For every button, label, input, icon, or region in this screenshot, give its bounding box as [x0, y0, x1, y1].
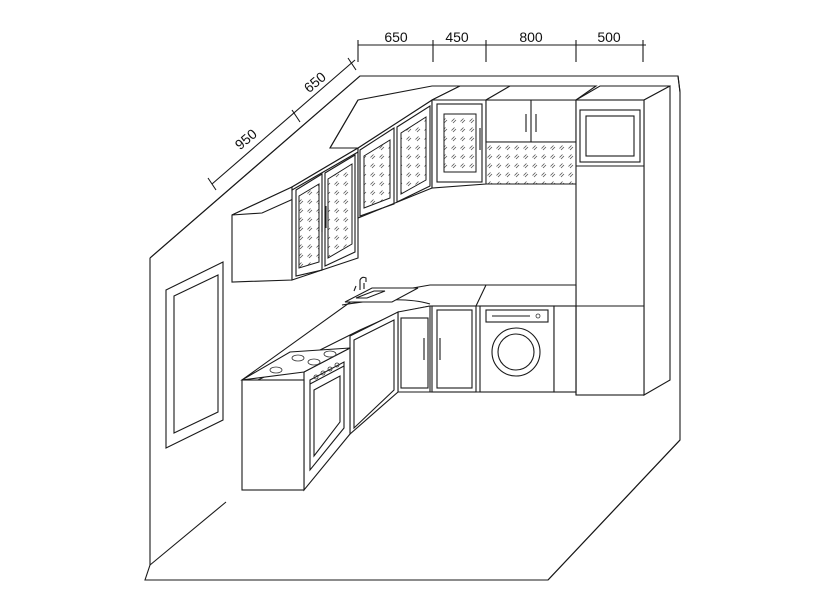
dimension-label-top-1: 650: [384, 29, 408, 45]
upper-cabinet-corner: [329, 85, 461, 219]
lower-cabinet-door: [431, 305, 477, 393]
microwave: [579, 109, 641, 163]
dimension-label-top-3: 800: [519, 29, 543, 45]
dimension-label-left-2: 950: [232, 125, 260, 152]
washing-machine: [479, 305, 577, 393]
end-cabinet: [241, 379, 305, 491]
window: [165, 261, 224, 449]
upper-cabinet-back: [483, 85, 598, 185]
dimension-label-top-4: 500: [597, 29, 621, 45]
tall-cabinet: [573, 85, 671, 396]
lower-back-base: [398, 306, 577, 395]
dimension-line-top: [357, 40, 646, 62]
room-shell: [144, 75, 681, 581]
dimension-label-top-2: 450: [445, 29, 469, 45]
dimension-label-left-1: 650: [301, 68, 329, 95]
oven: [303, 347, 351, 492]
upper-cabinet-glass-door: [431, 85, 513, 189]
dimension-line-left: [207, 57, 357, 191]
sink: [344, 276, 419, 303]
oven-knobs: [313, 362, 340, 380]
lower-cabinet-corner: [397, 305, 431, 393]
hob: [241, 347, 351, 381]
upper-cabinet-left-glass: [291, 147, 359, 281]
